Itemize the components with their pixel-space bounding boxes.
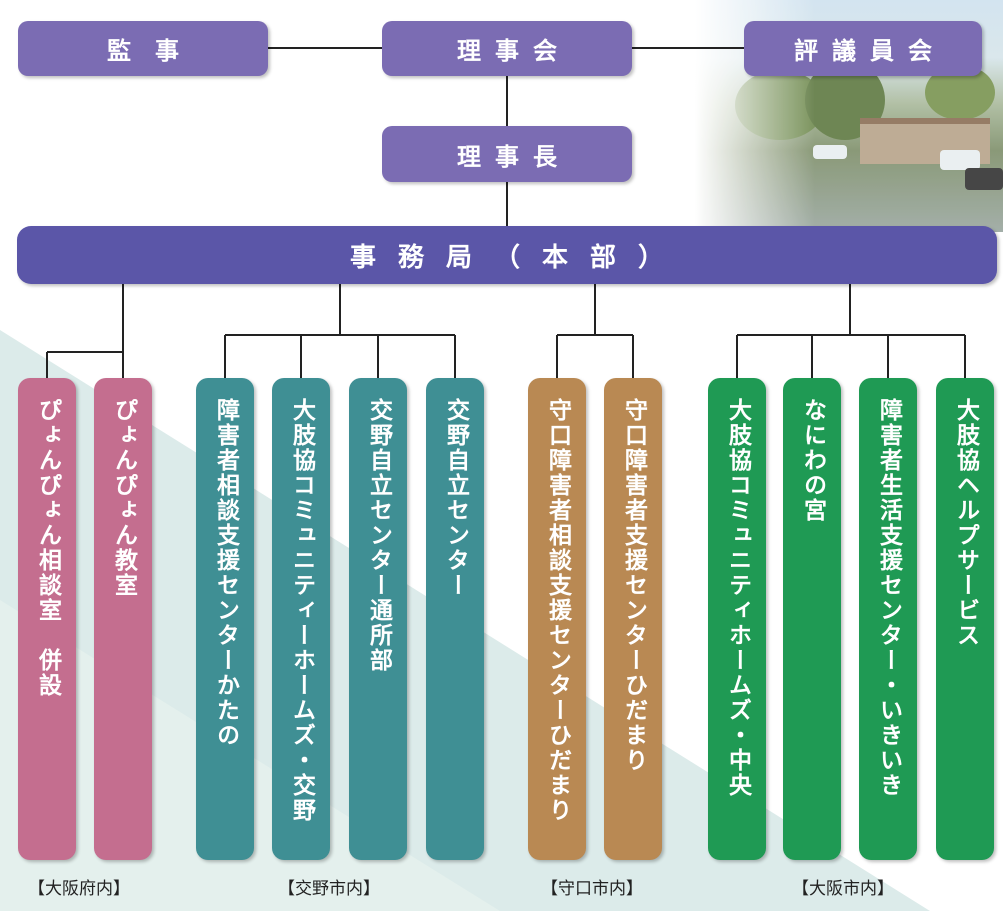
unit-moriguchi-soudan: 守口障害者相談支援センターひだまり	[528, 378, 586, 860]
unit-label: 障害者生活支援センター・いきいき	[875, 398, 902, 798]
board-label: 理事会	[457, 37, 571, 65]
unit-soudan-katano: 障害者相談支援センターかたの	[196, 378, 254, 860]
unit-pyonpyon-soudan: ぴょんぴょん相談室 併設	[18, 378, 76, 860]
chairman-label: 理事長	[457, 142, 571, 171]
unit-homes-chuo: 大肢協コミュニティホームズ・中央	[708, 378, 766, 860]
unit-homes-katano: 大肢協コミュニティーホームズ・交野	[272, 378, 330, 860]
council-box: 評議員会	[744, 21, 982, 76]
unit-label: ぴょんぴょん相談室 併設	[34, 398, 61, 698]
unit-katano-jiritsu: 交野自立センター	[426, 378, 484, 860]
unit-label: 交野自立センター通所部	[365, 398, 392, 673]
unit-label: 障害者相談支援センターかたの	[212, 398, 239, 748]
region-moriguchi: 【守口市内】	[541, 879, 643, 899]
facility-photo	[695, 0, 1003, 232]
secretariat-bar: 事務局（本部）	[17, 226, 997, 284]
chairman-box: 理事長	[382, 126, 632, 182]
region-katano: 【交野市内】	[278, 879, 380, 899]
unit-help-service: 大肢協ヘルプサービス	[936, 378, 994, 860]
unit-label: 大肢協コミュニティホームズ・中央	[724, 398, 751, 798]
region-osaka-city: 【大阪市内】	[792, 879, 894, 899]
secretariat-label: 事務局（本部）	[349, 242, 686, 273]
unit-naniwa-no-miya: なにわの宮	[783, 378, 841, 860]
auditor-box: 監 事	[18, 21, 268, 76]
council-label: 評議員会	[794, 37, 946, 65]
auditor-label: 監 事	[107, 37, 179, 65]
unit-label: なにわの宮	[799, 398, 826, 523]
unit-label: ぴょんぴょん教室	[110, 398, 137, 598]
unit-label: 大肢協ヘルプサービス	[952, 398, 979, 648]
unit-katano-tsusho: 交野自立センター通所部	[349, 378, 407, 860]
region-osaka-pref: 【大阪府内】	[28, 879, 130, 899]
unit-pyonpyon-kyoshitsu: ぴょんぴょん教室	[94, 378, 152, 860]
board-box: 理事会	[382, 21, 632, 76]
unit-label: 交野自立センター	[442, 398, 469, 598]
unit-label: 大肢協コミュニティーホームズ・交野	[288, 398, 315, 823]
unit-label: 守口障害者支援センターひだまり	[620, 398, 647, 773]
unit-ikiiki: 障害者生活支援センター・いきいき	[859, 378, 917, 860]
unit-label: 守口障害者相談支援センターひだまり	[544, 398, 571, 823]
unit-moriguchi-shien: 守口障害者支援センターひだまり	[604, 378, 662, 860]
